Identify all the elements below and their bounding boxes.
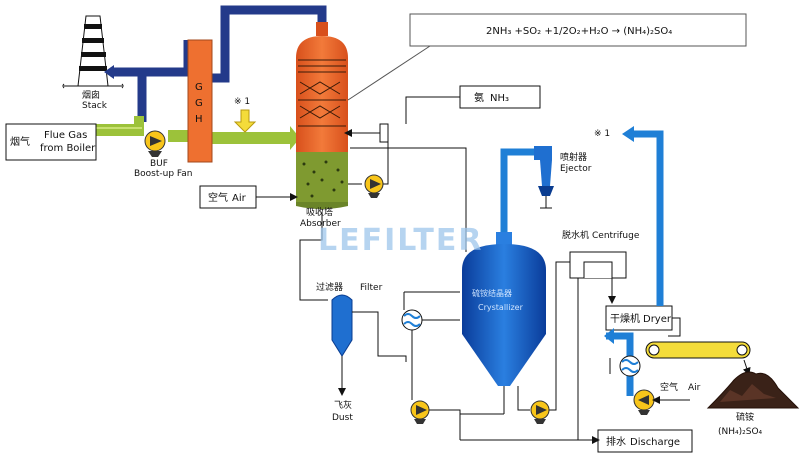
absorber-label-en: Absorber xyxy=(300,219,341,229)
yellow-down-arrow xyxy=(233,109,257,133)
absorber-tower xyxy=(296,22,348,209)
circulation-to-crystallizer xyxy=(388,147,467,252)
crystallizer-label-cn: 硫铵结晶器 xyxy=(472,288,512,298)
dryer-label-en: Dryer xyxy=(643,314,672,325)
boost-up-fan xyxy=(144,130,166,157)
ggh-g1: G xyxy=(195,82,203,93)
filter-vessel xyxy=(331,294,353,357)
air-fan xyxy=(633,389,655,415)
ammonia-cn: 氨 xyxy=(474,91,484,104)
vapor-line xyxy=(500,148,534,232)
filter-label-en: Filter xyxy=(360,283,383,293)
absorber-to-filter xyxy=(299,212,328,301)
pump-left-out xyxy=(429,409,461,440)
dryer-exhaust-line xyxy=(632,130,664,306)
discharge-en: Discharge xyxy=(630,437,680,448)
fan-label-1: BUF xyxy=(150,159,168,169)
mark1: ※ 1 xyxy=(234,97,250,107)
circulation-top xyxy=(350,142,389,149)
fan-label-2: Boost-up Fan xyxy=(134,169,193,179)
flue-gas-box xyxy=(5,123,97,161)
centrifuge-to-discharge xyxy=(577,278,598,441)
conveyor-out xyxy=(742,359,751,376)
stack-inlet-arrow xyxy=(104,65,114,79)
equation-text: 2NH₃ +SO₂ +1/2O₂+H₂O → (NH₄)₂SO₄ xyxy=(486,26,672,37)
air-heater xyxy=(619,355,641,377)
flue-gas-en2: from Boiler xyxy=(40,143,96,154)
stack-label-en: Stack xyxy=(82,101,108,111)
dust-label-cn: 飞灰 xyxy=(334,399,352,411)
product-label-en: (NH₄)₂SO₄ xyxy=(718,427,763,437)
pump-return xyxy=(383,142,389,185)
crystallizer-bottom-right xyxy=(517,386,530,411)
ggh-h: H xyxy=(195,114,203,125)
dryer-box xyxy=(605,305,673,331)
conveyor xyxy=(645,341,751,359)
filter-to-pump xyxy=(352,311,407,362)
ggh-g2: G xyxy=(195,98,203,109)
absorber-label-cn: 吸收塔 xyxy=(306,206,333,218)
ammonia-line xyxy=(405,96,460,124)
product-label-cn: 硫铵 xyxy=(736,411,754,423)
crystallizer-pump-left xyxy=(410,400,430,424)
air2-label-en: Air xyxy=(688,383,701,393)
dryer-exhaust-arrow xyxy=(622,126,634,142)
ggh-heater xyxy=(187,39,213,163)
absorber-pump xyxy=(364,174,384,198)
stack xyxy=(62,15,124,89)
air2-label-cn: 空气 xyxy=(660,381,678,393)
discharge-cn: 排水 xyxy=(606,435,626,448)
filter-label-cn: 过滤器 xyxy=(316,281,343,293)
ejector xyxy=(534,146,554,196)
ammonia-en: NH₃ xyxy=(490,93,509,104)
dryer-air-arrow xyxy=(604,328,614,344)
dryer-label-cn: 干燥机 xyxy=(610,312,640,325)
equation-box xyxy=(409,13,747,47)
absorber-liquid-dots xyxy=(302,160,344,198)
dryer-to-conveyor xyxy=(668,317,681,337)
crystallizer-label-en: Crystallizer xyxy=(478,303,524,312)
ammonia-mixer xyxy=(379,123,389,143)
ejector-label-cn: 喷射器 xyxy=(560,151,587,163)
centrifuge-label-en: Centrifuge xyxy=(592,231,640,241)
air1-en: Air xyxy=(232,193,247,204)
mark2: ※ 1 xyxy=(594,129,610,139)
clean-gas-duct xyxy=(110,5,327,122)
centrifuge xyxy=(569,251,627,279)
flue-gas-cn: 烟气 xyxy=(10,135,30,148)
centrifuge-label-cn: 脱水机 xyxy=(562,229,589,241)
equation-leader xyxy=(347,45,431,101)
stack-label-cn: 烟囱 xyxy=(82,89,100,101)
crystallizer-pump-right xyxy=(530,400,550,424)
to-centrifuge-line xyxy=(549,261,580,411)
heat-exchanger xyxy=(401,309,423,331)
absorber-packing xyxy=(298,59,346,127)
ejector-label-en: Ejector xyxy=(560,164,592,174)
crystallizer-vessel xyxy=(462,232,546,386)
air1-cn: 空气 xyxy=(208,191,228,204)
flue-gas-en1: Flue Gas xyxy=(44,130,87,141)
dust-label-en: Dust xyxy=(332,413,353,423)
product-pile-highlight xyxy=(720,384,776,402)
watermark: LEFILTER xyxy=(318,223,483,258)
